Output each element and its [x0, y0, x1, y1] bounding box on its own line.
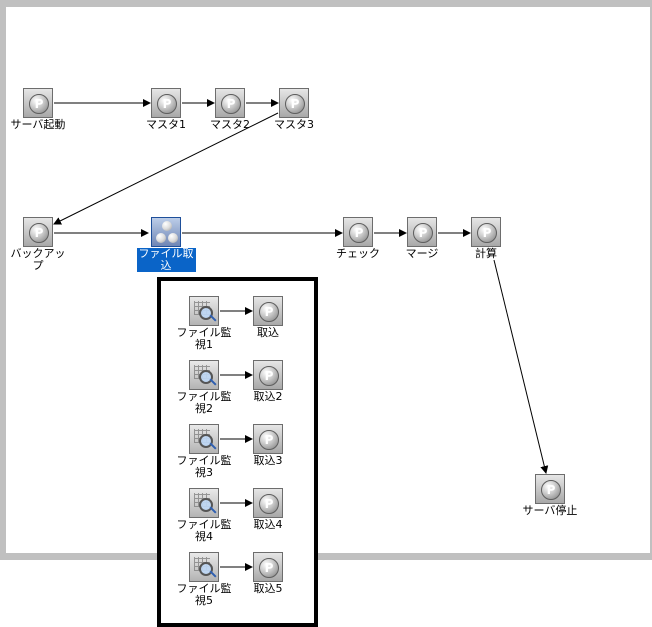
- job-icon: P: [253, 296, 283, 326]
- node-label: 取込3: [253, 454, 283, 467]
- node-file-watch-1[interactable]: ファイル監 視1: [164, 296, 244, 351]
- job-icon: P: [279, 88, 309, 118]
- node-label: 取込: [257, 326, 279, 339]
- job-icon: P: [253, 552, 283, 582]
- node-import-5[interactable]: P 取込5: [228, 552, 308, 595]
- job-icon: P: [253, 488, 283, 518]
- node-master2[interactable]: P マスタ2: [190, 88, 270, 131]
- node-label: ファイル監 視1: [176, 326, 232, 351]
- node-label: サーバ起動: [10, 118, 66, 131]
- job-icon: P: [407, 217, 437, 247]
- node-label: ファイル監 視2: [176, 390, 232, 415]
- node-label: マスタ1: [146, 118, 186, 131]
- node-label: マスタ3: [274, 118, 314, 131]
- edge-calc-server-stop: [493, 259, 549, 474]
- node-label: マスタ2: [210, 118, 250, 131]
- job-icon: P: [343, 217, 373, 247]
- job-icon: P: [253, 360, 283, 390]
- node-label: ファイル監 視3: [176, 454, 232, 479]
- node-calc[interactable]: P 計算: [446, 217, 526, 260]
- node-master3[interactable]: P マスタ3: [254, 88, 334, 131]
- diagram-canvas[interactable]: [0, 0, 652, 560]
- jobnet-group-icon: [151, 217, 181, 247]
- node-label: 取込5: [253, 582, 283, 595]
- node-merge[interactable]: P マージ: [382, 217, 462, 260]
- file-watch-icon: [189, 552, 219, 582]
- edge-master3-backup: [53, 112, 279, 225]
- node-check[interactable]: P チェック: [318, 217, 398, 260]
- job-icon: P: [253, 424, 283, 454]
- group-edge-layer: [220, 307, 253, 571]
- node-server-start[interactable]: P サーバ起動: [0, 88, 78, 131]
- job-icon: P: [151, 88, 181, 118]
- node-import-1[interactable]: P 取込: [228, 296, 308, 339]
- node-label: 取込2: [253, 390, 283, 403]
- node-file-import[interactable]: ファイル取 込: [126, 217, 206, 272]
- node-label: ファイル取 込: [136, 247, 196, 272]
- node-import-2[interactable]: P 取込2: [228, 360, 308, 403]
- node-label: ファイル監 視5: [176, 582, 232, 607]
- job-icon: P: [215, 88, 245, 118]
- node-master1[interactable]: P マスタ1: [126, 88, 206, 131]
- job-icon: P: [471, 217, 501, 247]
- node-label: 計算: [475, 247, 497, 260]
- node-file-watch-3[interactable]: ファイル監 視3: [164, 424, 244, 479]
- file-watch-icon: [189, 424, 219, 454]
- jobnet-expanded-group[interactable]: ファイル監 視1 P 取込 ファイル監 視2 P 取込2 ファイル監 視3 P …: [157, 277, 318, 627]
- job-icon: P: [23, 217, 53, 247]
- node-import-3[interactable]: P 取込3: [228, 424, 308, 467]
- node-label: 取込4: [253, 518, 283, 531]
- node-file-watch-4[interactable]: ファイル監 視4: [164, 488, 244, 543]
- node-file-watch-5[interactable]: ファイル監 視5: [164, 552, 244, 607]
- job-icon: P: [23, 88, 53, 118]
- node-label: チェック: [336, 247, 380, 260]
- file-watch-icon: [189, 296, 219, 326]
- file-watch-icon: [189, 488, 219, 518]
- node-backup[interactable]: P バックアッ プ: [0, 217, 78, 272]
- node-import-4[interactable]: P 取込4: [228, 488, 308, 531]
- node-file-watch-2[interactable]: ファイル監 視2: [164, 360, 244, 415]
- node-label: バックアッ プ: [10, 247, 66, 272]
- node-label: サーバ停止: [522, 504, 578, 517]
- file-watch-icon: [189, 360, 219, 390]
- node-label: ファイル監 視4: [176, 518, 232, 543]
- node-server-stop[interactable]: P サーバ停止: [510, 474, 590, 517]
- node-label: マージ: [405, 247, 439, 260]
- job-icon: P: [535, 474, 565, 504]
